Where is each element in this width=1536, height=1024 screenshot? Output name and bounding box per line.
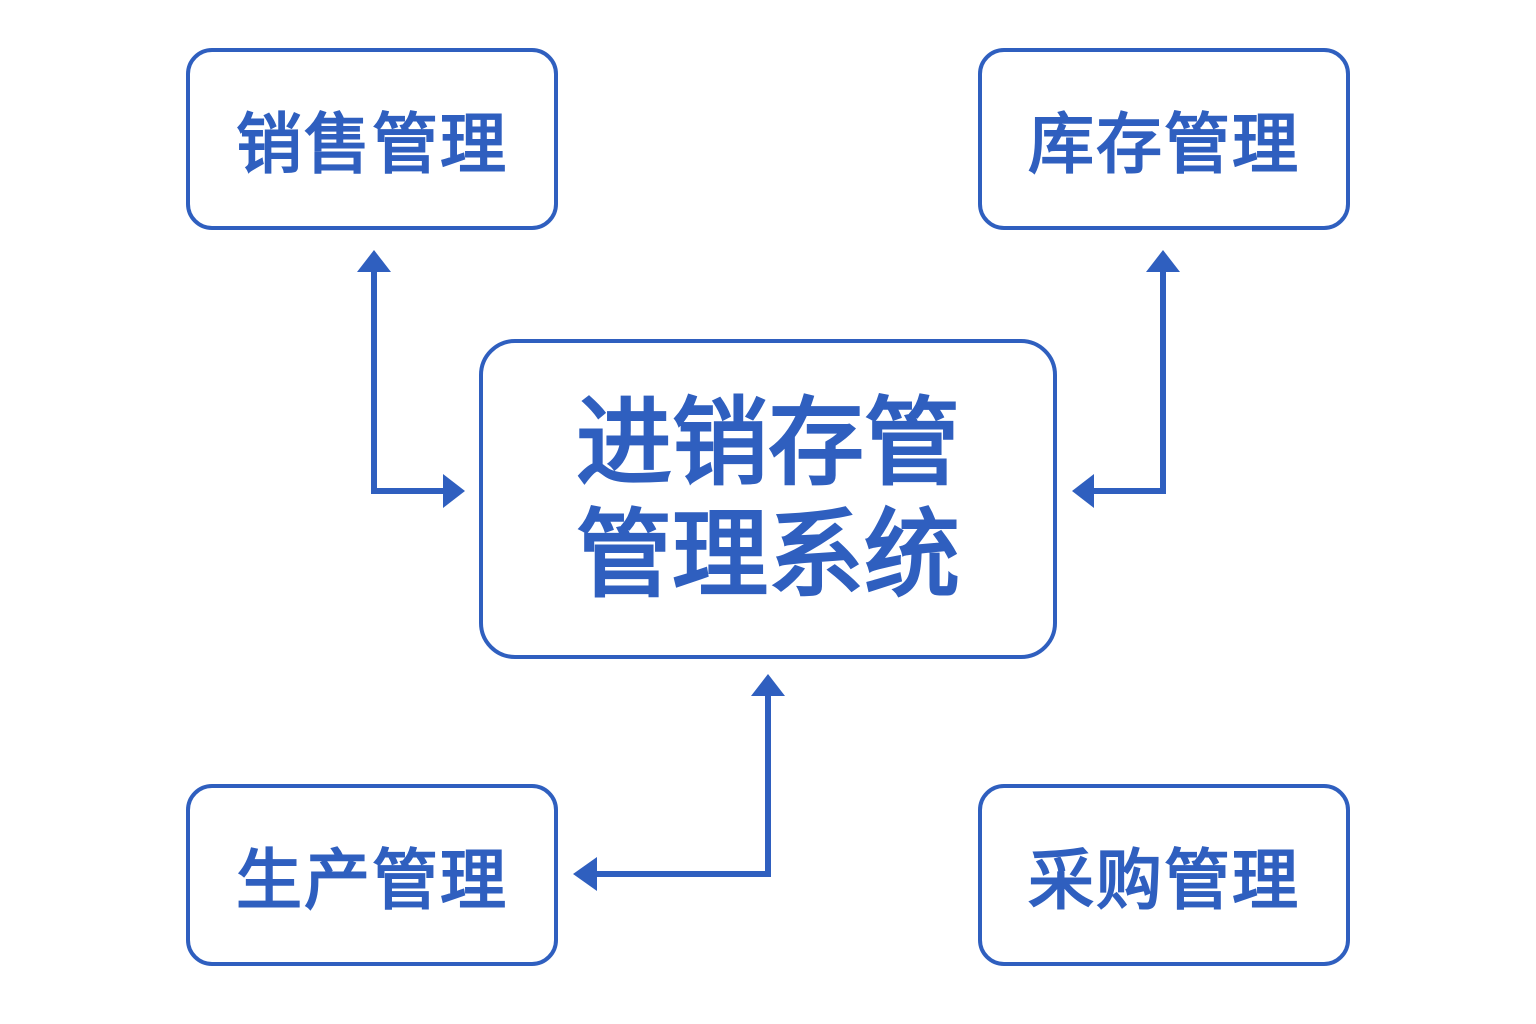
sales-management-label: 销售管理 — [236, 106, 508, 183]
arrowhead-right-center — [443, 474, 465, 508]
connector-production-center — [573, 674, 785, 891]
arrowhead-up-sales — [357, 250, 391, 272]
inventory-management-box[interactable]: 库存管理 — [978, 48, 1350, 230]
arrowhead-up-center — [751, 674, 785, 696]
central-system-title-line1: 进销存管 — [576, 387, 960, 499]
inventory-management-label: 库存管理 — [1028, 106, 1300, 183]
purchase-management-label: 采购管理 — [1028, 842, 1300, 919]
purchase-management-box[interactable]: 采购管理 — [978, 784, 1350, 966]
connector-sales-line — [371, 270, 445, 494]
arrowhead-up-inventory — [1146, 250, 1180, 272]
central-system-title-line2: 管理系统 — [576, 499, 960, 611]
arrowhead-left-production — [573, 857, 597, 891]
connector-inventory-line — [1092, 270, 1166, 494]
connector-production-line — [596, 694, 771, 877]
production-management-box[interactable]: 生产管理 — [186, 784, 558, 966]
production-management-label: 生产管理 — [236, 842, 508, 919]
sales-management-box[interactable]: 销售管理 — [186, 48, 558, 230]
connector-inventory-center — [1072, 250, 1180, 508]
connector-sales-center — [357, 250, 465, 508]
central-system-box[interactable]: 进销存管 管理系统 — [479, 339, 1057, 659]
arrowhead-left-center — [1072, 474, 1094, 508]
